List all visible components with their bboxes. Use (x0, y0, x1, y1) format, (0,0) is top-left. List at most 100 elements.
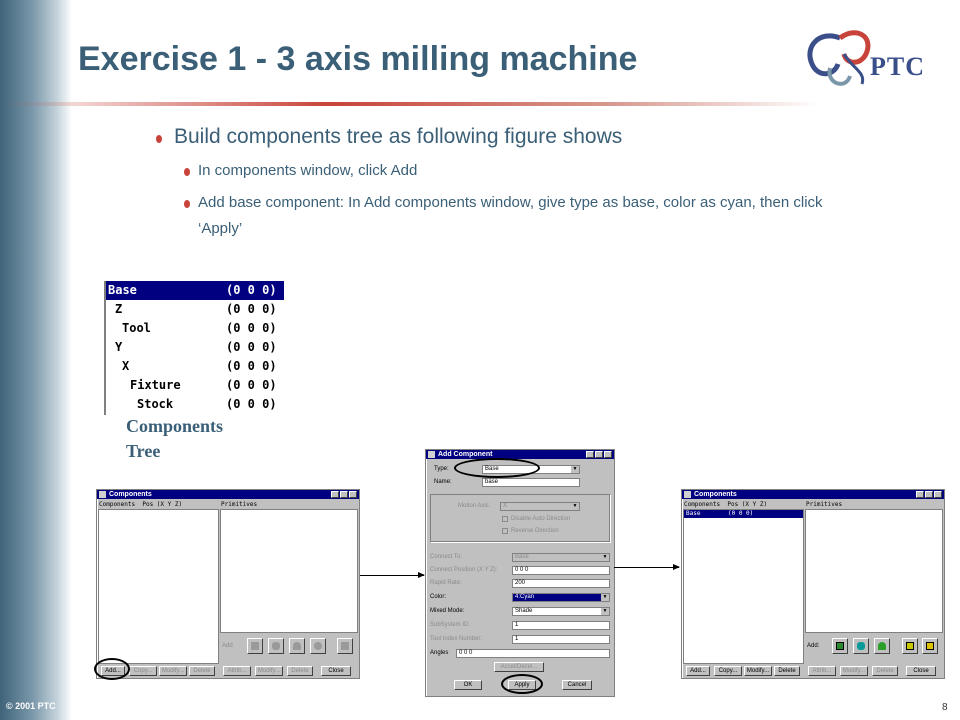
sphere-primitive-icon[interactable] (310, 638, 326, 654)
motion-axis-label: Motion Axis: (458, 503, 491, 509)
highlight-ring-apply (501, 674, 543, 694)
hand-primitive-icon[interactable] (922, 638, 938, 654)
add-primitive-label: Add (222, 643, 233, 649)
close-icon[interactable] (604, 451, 612, 458)
window-icon (684, 491, 691, 498)
ok-button[interactable]: OK (454, 680, 482, 690)
components-window-after-titlebar: Components (682, 490, 944, 499)
add-button[interactable]: Add... (686, 666, 710, 676)
cancel-button[interactable]: Cancel (562, 680, 592, 690)
window-icon (428, 451, 435, 458)
cylinder-primitive-icon[interactable] (853, 638, 869, 654)
accel-decel-button[interactable]: Accel/Decel... (494, 662, 544, 672)
slide-title: Exercise 1 - 3 axis milling machine (78, 40, 638, 78)
list-item[interactable]: Base (0 0 0) (684, 510, 803, 518)
ptc-logo-text: PTC (870, 52, 925, 81)
bullet-dot-icon (184, 168, 190, 176)
add-component-dialog: Add Component Type: Base▼ Name: base Mot… (425, 449, 615, 697)
rapid-rate-input[interactable]: 200 (512, 579, 610, 588)
primitives-area[interactable] (220, 509, 358, 633)
components-column-header: Components Pos (X Y Z) (99, 501, 183, 508)
modify-primitive-button[interactable]: Modify... (255, 666, 283, 676)
primitives-header: Primitives (806, 501, 843, 508)
minimize-icon[interactable] (916, 491, 924, 498)
bullet-main: Build components tree as following figur… (150, 122, 940, 152)
tree-row[interactable]: Fixture(0 0 0) (130, 378, 277, 392)
bullet-sub-2: Add base component: In Add components wi… (150, 190, 940, 242)
disable-auto-direction-checkbox[interactable] (502, 516, 508, 522)
bullet-dot-icon (156, 135, 162, 143)
box-primitive-icon[interactable] (832, 638, 848, 654)
tree-row[interactable]: Tool(0 0 0) (122, 321, 277, 335)
box-primitive-icon[interactable] (247, 638, 263, 654)
delete-primitive-button[interactable]: Delete (872, 666, 898, 676)
chevron-down-icon[interactable]: ▼ (571, 466, 579, 473)
tree-row[interactable]: Base(0 0 0) (106, 281, 284, 300)
cone-primitive-icon[interactable] (874, 638, 890, 654)
delete-button[interactable]: Delete (189, 666, 215, 676)
bullet-dot-icon (184, 200, 190, 208)
subsystem-id-label: SubSystem ID: (430, 622, 471, 628)
modify-button[interactable]: Modify... (744, 666, 772, 676)
modify-primitive-button[interactable]: Modify... (840, 666, 868, 676)
tree-row[interactable]: Stock(0 0 0) (137, 397, 277, 411)
copy-button[interactable]: Copy... (129, 666, 157, 676)
rapid-rate-label: Rapid Rate: (430, 580, 462, 586)
cone-primitive-icon[interactable] (289, 638, 305, 654)
add-component-titlebar: Add Component (426, 450, 614, 459)
tree-row[interactable]: X(0 0 0) (122, 359, 277, 373)
subsystem-id-input[interactable]: 1 (512, 621, 610, 630)
components-window: Components Components Pos (X Y Z) Primit… (96, 489, 360, 679)
reverse-direction-label: Reverse Direction (511, 528, 559, 534)
mesh-primitive-icon[interactable] (902, 638, 918, 654)
reverse-direction-checkbox[interactable] (502, 528, 508, 534)
components-window-after: Components Components Pos (X Y Z) Primit… (681, 489, 945, 679)
components-tree: Base(0 0 0) Z(0 0 0) Tool(0 0 0) Y(0 0 0… (104, 281, 284, 415)
arrow-to-result (614, 564, 680, 570)
maximize-icon[interactable] (340, 491, 348, 498)
mixed-mode-select[interactable]: Shade▼ (512, 607, 610, 616)
close-icon[interactable] (934, 491, 942, 498)
close-button[interactable]: Close (321, 666, 351, 676)
attrib-button[interactable]: Attrib... (808, 666, 836, 676)
name-input[interactable]: base (482, 478, 580, 487)
components-window-titlebar: Components (97, 490, 359, 499)
minimize-icon[interactable] (586, 451, 594, 458)
maximize-icon[interactable] (925, 491, 933, 498)
chevron-down-icon[interactable]: ▼ (601, 594, 609, 601)
hand-primitive-icon[interactable] (337, 638, 353, 654)
delete-primitive-button[interactable]: Delete (287, 666, 313, 676)
page-number: 8 (942, 702, 948, 713)
highlight-ring-type (454, 458, 540, 478)
components-list[interactable] (98, 509, 219, 664)
disable-auto-direction-label: Disable Auto Direction (511, 516, 571, 522)
components-column-header: Components Pos (X Y Z) (684, 501, 768, 508)
angles-input[interactable]: 0 0 0 (456, 649, 610, 658)
primitives-header: Primitives (221, 501, 258, 508)
maximize-icon[interactable] (595, 451, 603, 458)
modify-button[interactable]: Modify... (159, 666, 187, 676)
color-select[interactable]: 4:Cyan▼ (512, 593, 610, 602)
name-label: Name: (434, 479, 452, 485)
connect-to-select[interactable]: Base▼ (512, 553, 610, 562)
connect-position-label: Connect Position (X Y Z): (430, 567, 498, 573)
primitives-area[interactable] (805, 509, 943, 633)
chevron-down-icon[interactable]: ▼ (601, 608, 609, 615)
tool-index-input[interactable]: 1 (512, 635, 610, 644)
close-icon[interactable] (349, 491, 357, 498)
close-button[interactable]: Close (906, 666, 936, 676)
cylinder-primitive-icon[interactable] (268, 638, 284, 654)
attrib-button[interactable]: Attrib... (223, 666, 251, 676)
minimize-icon[interactable] (331, 491, 339, 498)
components-list[interactable]: Base (0 0 0) (683, 509, 804, 664)
tool-index-label: Tool Index Number: (430, 636, 483, 642)
tree-row[interactable]: Y(0 0 0) (115, 340, 277, 354)
tree-row[interactable]: Z(0 0 0) (115, 302, 277, 316)
delete-button[interactable]: Delete (774, 666, 800, 676)
motion-axis-select[interactable]: X▼ (500, 502, 580, 511)
copy-button[interactable]: Copy... (714, 666, 742, 676)
chevron-down-icon[interactable]: ▼ (601, 554, 609, 561)
chevron-down-icon[interactable]: ▼ (571, 503, 579, 510)
connect-position-input[interactable]: 0 0 0 (512, 566, 610, 575)
bullet-sub-1: In components window, click Add (150, 158, 940, 184)
